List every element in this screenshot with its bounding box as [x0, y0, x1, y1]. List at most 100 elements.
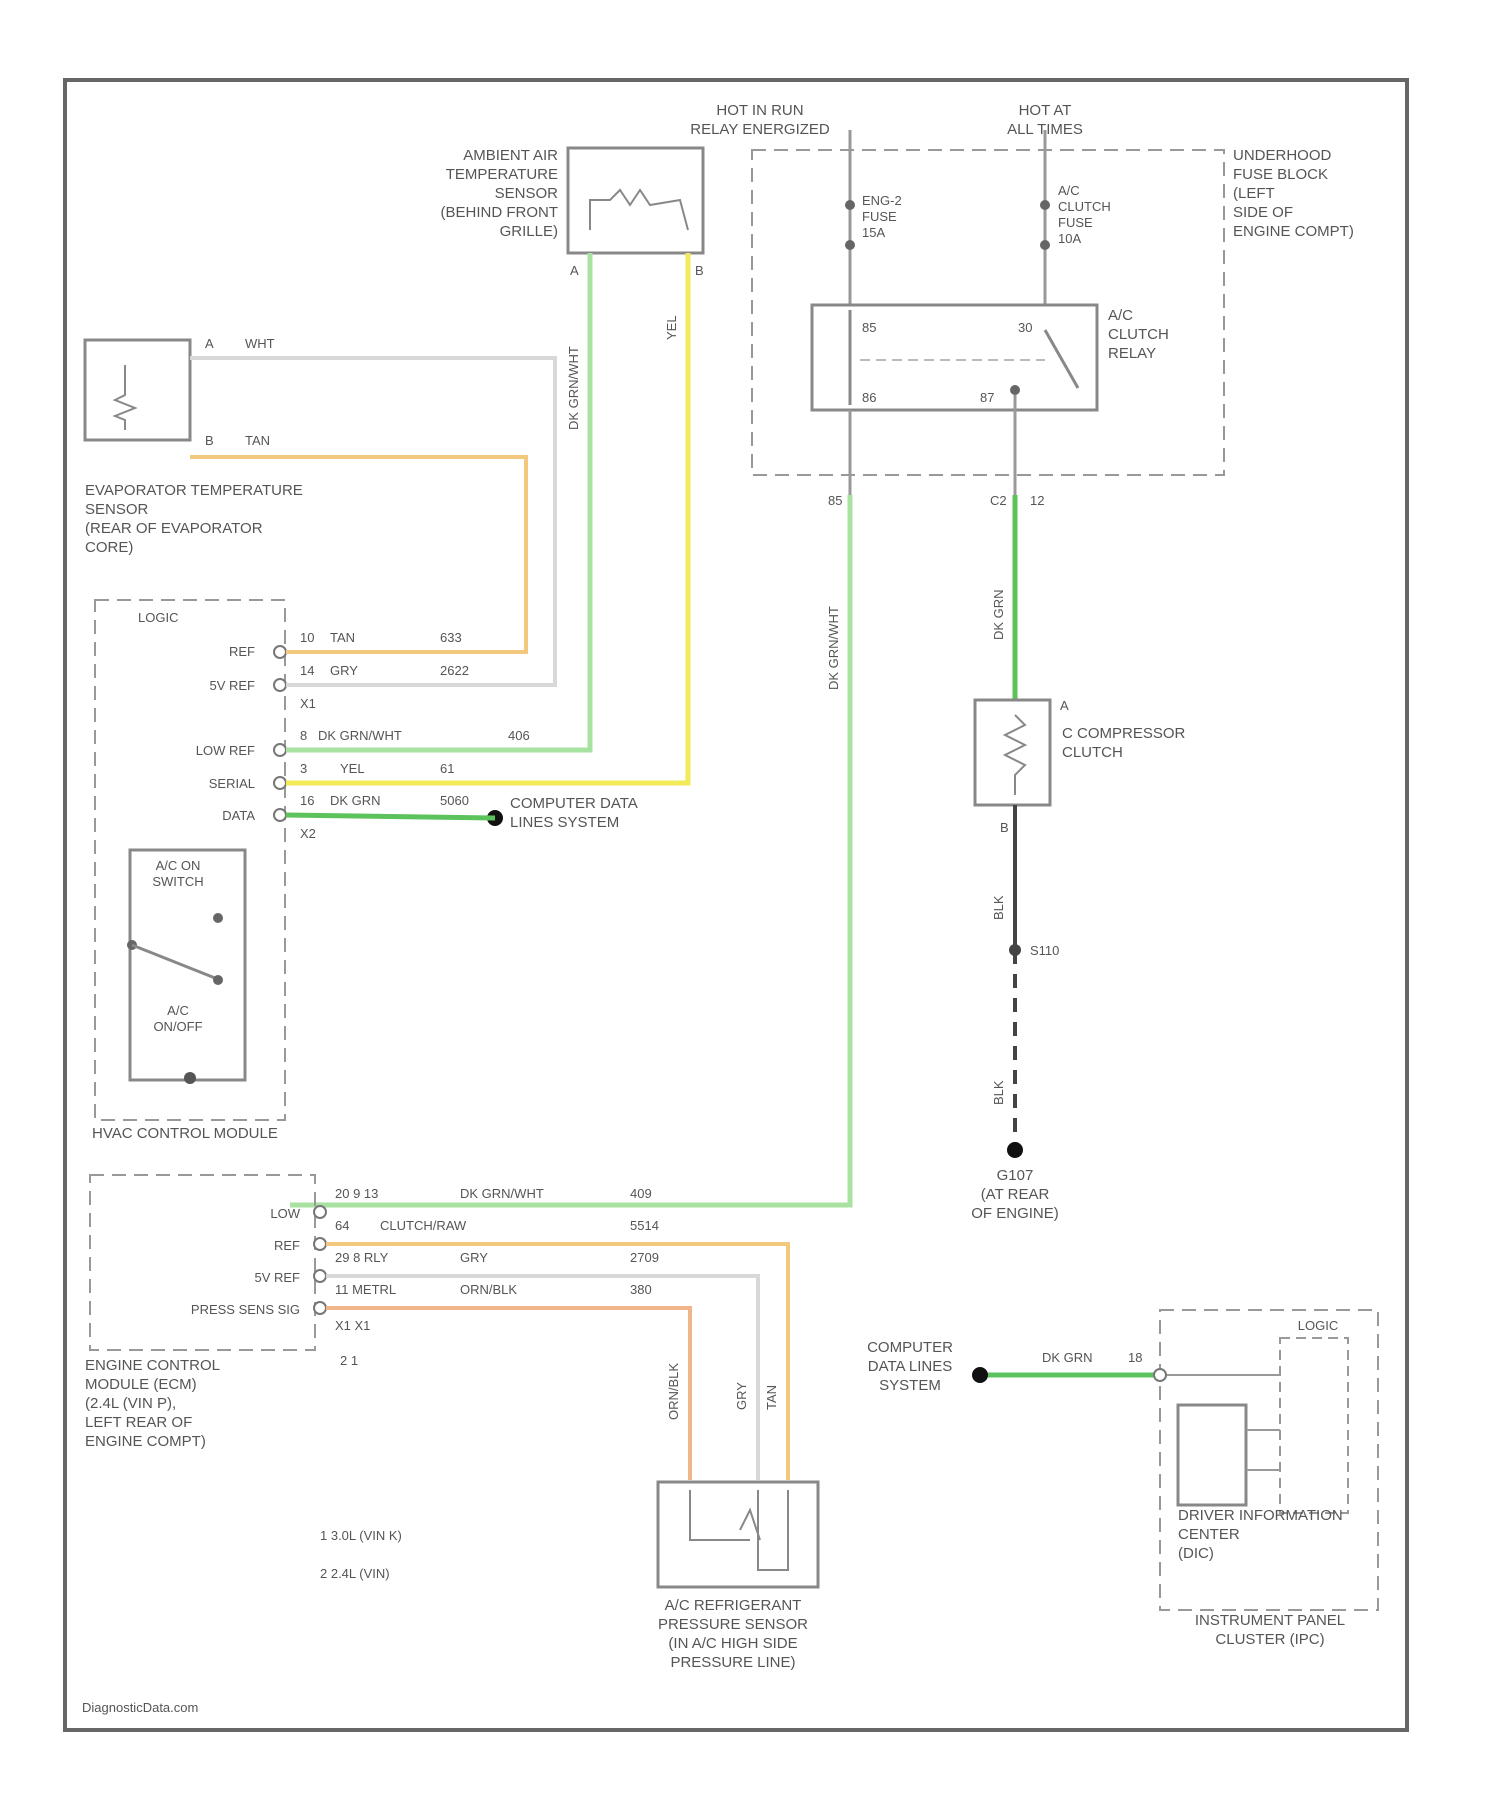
relay-pin-86: 86 — [862, 390, 876, 405]
hvac-module-label: HVAC CONTROL MODULE — [92, 1125, 278, 1142]
hvac-switch-contact-2 — [213, 913, 223, 923]
ecm-pin-low-terminal — [314, 1206, 326, 1218]
relay-switch-arm — [1045, 330, 1078, 388]
hvac-pin-serial-color: YEL — [340, 761, 365, 776]
evap-pin-b: B — [205, 433, 214, 448]
ecm-pin-press-name: PRESS SENS SIG — [191, 1302, 300, 1317]
watermark: DiagnosticData.com — [82, 1700, 198, 1715]
hvac-pin-data-color: DK GRN — [330, 793, 381, 808]
relay-out-pin-a: 85 — [828, 493, 842, 508]
ipc-pin-terminal — [1154, 1369, 1166, 1381]
fuse-ac-label: A/CCLUTCHFUSE10A — [1058, 183, 1111, 246]
hvac-pin-data-num: 16 — [300, 793, 314, 808]
ipc-box — [1160, 1310, 1378, 1610]
hvac-connector-x1: X1 — [300, 696, 316, 711]
evap-pin-a-color: WHT — [245, 336, 275, 351]
relay-pin-30: 30 — [1018, 320, 1032, 335]
wire-relay-86-label: DK GRN/WHT — [826, 606, 841, 690]
computer-data-2-wire: DK GRN — [1042, 1350, 1093, 1365]
hvac-pin-data-circuit: 5060 — [440, 793, 469, 808]
underhood-fuse-block — [752, 150, 1224, 475]
evap-sensor-thermistor — [115, 365, 135, 430]
hvac-switch-alt-label: A/CON/OFF — [153, 1003, 202, 1034]
wire-ambient-a-label: DK GRN/WHT — [566, 346, 581, 430]
computer-data-2-arrow — [972, 1367, 988, 1383]
ecm-pin-5vref-terminal — [314, 1270, 326, 1282]
relay-pin-85: 85 — [862, 320, 876, 335]
wire-data-green — [286, 815, 495, 818]
fuse-eng-contact-2 — [845, 240, 855, 250]
ecm-pin-press: PRESS SENS SIG 11 METRL ORN/BLK 380 — [191, 1282, 652, 1317]
ambient-sensor-box — [568, 148, 703, 253]
hvac-pin-5vref-color: GRY — [330, 663, 358, 678]
ecm-pin-ref-color: CLUTCH/RAW — [380, 1218, 467, 1233]
ecm-pin-press-terminal — [314, 1302, 326, 1314]
ecm-notes: 2 1 — [340, 1353, 358, 1368]
ecm-pin-ref-num: 64 — [335, 1218, 349, 1233]
ac-clutch-relay-label: A/CCLUTCHRELAY — [1108, 307, 1169, 362]
wire-press-a-label: ORN/BLK — [666, 1363, 681, 1420]
hvac-switch-ground — [184, 1072, 196, 1084]
wire-relay-87-label: DK GRN — [991, 589, 1006, 640]
ecm-connectors: X1 X1 — [335, 1318, 370, 1333]
ecm-pin-5vref-num: 29 8 RLY — [335, 1250, 389, 1265]
ipc-logic-box — [1280, 1338, 1348, 1513]
wire-clutch-ground-label-2: BLK — [991, 1080, 1006, 1105]
hvac-pin-ref-color: TAN — [330, 630, 355, 645]
hvac-pin-5vref-circuit: 2622 — [440, 663, 469, 678]
compressor-clutch-box — [975, 700, 1050, 805]
compressor-pin-a: A — [1060, 698, 1069, 713]
fuse-eng-label: ENG-2FUSE15A — [862, 193, 902, 240]
ecm-pin-press-num: 11 METRL — [335, 1282, 396, 1297]
wire-press-b-label: GRY — [734, 1382, 749, 1410]
hvac-pin-ref-num: 10 — [300, 630, 314, 645]
evap-sensor-box — [85, 340, 190, 440]
hvac-pin-serial-terminal — [274, 777, 286, 789]
hvac-switch-arm — [132, 945, 215, 978]
ambient-pin-b: B — [695, 263, 704, 278]
hvac-pin-lowref-name: LOW REF — [196, 743, 255, 758]
ecm-box — [90, 1175, 315, 1350]
hvac-pin-5vref-name: 5V REF — [209, 678, 255, 693]
hvac-pin-serial-circuit: 61 — [440, 761, 454, 776]
compressor-clutch-coil — [1005, 715, 1025, 795]
note-1: 1 3.0L (VIN K) — [320, 1528, 402, 1543]
relay-out-pin-c: 12 — [1030, 493, 1044, 508]
wire-ecm-ref-tan — [326, 1244, 788, 1480]
ambient-sensor-thermistor — [590, 190, 688, 230]
ecm-pin-ref-name: REF — [274, 1238, 300, 1253]
ac-clutch-relay — [812, 305, 1097, 410]
fuse-ac-contact — [1040, 200, 1050, 210]
ecm-pin-5vref-color: GRY — [460, 1250, 488, 1265]
hvac-pin-data-name: DATA — [222, 808, 255, 823]
fuse-eng-contact — [845, 200, 855, 210]
ecm-pin-low-circuit: 409 — [630, 1186, 652, 1201]
hvac-switch-contact-3 — [213, 975, 223, 985]
ecm-pin-ref-terminal — [314, 1238, 326, 1250]
ipc-dic-box — [1178, 1405, 1246, 1505]
hvac-pin-lowref-terminal — [274, 744, 286, 756]
ecm-pin-low-num: 20 9 13 — [335, 1186, 378, 1201]
wire-press-c-label: TAN — [764, 1385, 779, 1410]
ecm-pin-ref: REF 64 CLUTCH/RAW 5514 — [274, 1218, 659, 1253]
hvac-pin-ref: REF 10 TAN 633 — [229, 630, 462, 659]
ecm-pin-low-color: DK GRN/WHT — [460, 1186, 544, 1201]
relay-switch-contact — [1010, 385, 1020, 395]
computer-data-2-label: COMPUTERDATA LINESSYSTEM — [867, 1339, 953, 1394]
hvac-pin-lowref-num: 8 — [300, 728, 307, 743]
ecm-pin-5vref-name: 5V REF — [254, 1270, 300, 1285]
wire-relay-86-green — [290, 495, 850, 1205]
ecm-pin-ref-circuit: 5514 — [630, 1218, 659, 1233]
hvac-pin-ref-terminal — [274, 646, 286, 658]
ambient-pin-a: A — [570, 263, 579, 278]
ecm-pin-low-name: LOW — [270, 1206, 300, 1221]
